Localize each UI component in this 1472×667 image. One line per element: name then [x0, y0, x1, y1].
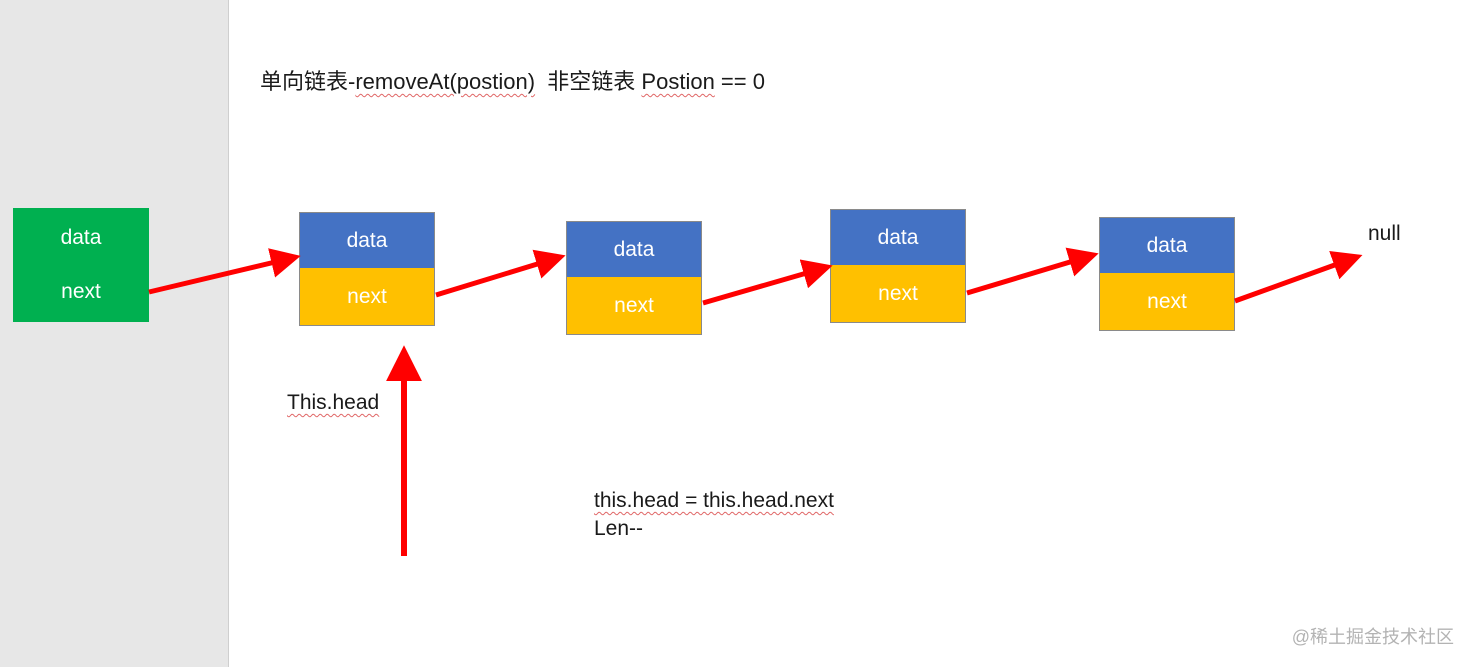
title-param: Postion	[641, 69, 715, 94]
node-next-cell: next	[300, 268, 434, 325]
node-data-cell: data	[300, 213, 434, 268]
list-node-2: data next	[566, 221, 702, 335]
arrow-node2-to-node3	[702, 259, 833, 306]
code-line-1: this.head = this.head.next	[594, 489, 834, 512]
arrow-node1-to-node2	[435, 249, 566, 298]
watermark: @稀土掘金技术社区	[1291, 627, 1454, 647]
head-label: This.head	[287, 391, 380, 414]
node-next-cell: next	[567, 277, 701, 334]
left-panel	[0, 0, 229, 667]
removed-node: data next	[13, 208, 149, 322]
title-suffix: == 0	[714, 69, 765, 94]
arrow-node4-to-null	[1234, 251, 1363, 304]
title-prefix: 单向链表-	[260, 69, 356, 94]
node-next-cell: next	[831, 265, 965, 322]
list-node-1: data next	[299, 212, 435, 326]
node-data-cell: data	[1100, 218, 1234, 273]
arrow-removed-to-node1	[148, 248, 301, 295]
code-line-2: Len--	[594, 517, 644, 540]
list-node-3: data next	[830, 209, 966, 323]
null-label: null	[1368, 222, 1401, 245]
removed-node-next: next	[61, 280, 101, 303]
removed-node-data: data	[60, 226, 102, 249]
list-node-4: data next	[1099, 217, 1235, 331]
title-method: removeAt(postion)	[355, 69, 536, 94]
title-middle: 非空链表	[535, 69, 642, 94]
node-data-cell: data	[831, 210, 965, 265]
code-block: this.head = this.head.next Len--	[594, 487, 834, 543]
arrow-node3-to-node4	[966, 247, 1099, 296]
diagram-title: 单向链表-removeAt(postion) 非空链表 Postion == 0	[260, 64, 765, 96]
node-data-cell: data	[567, 222, 701, 277]
node-next-cell: next	[1100, 273, 1234, 330]
